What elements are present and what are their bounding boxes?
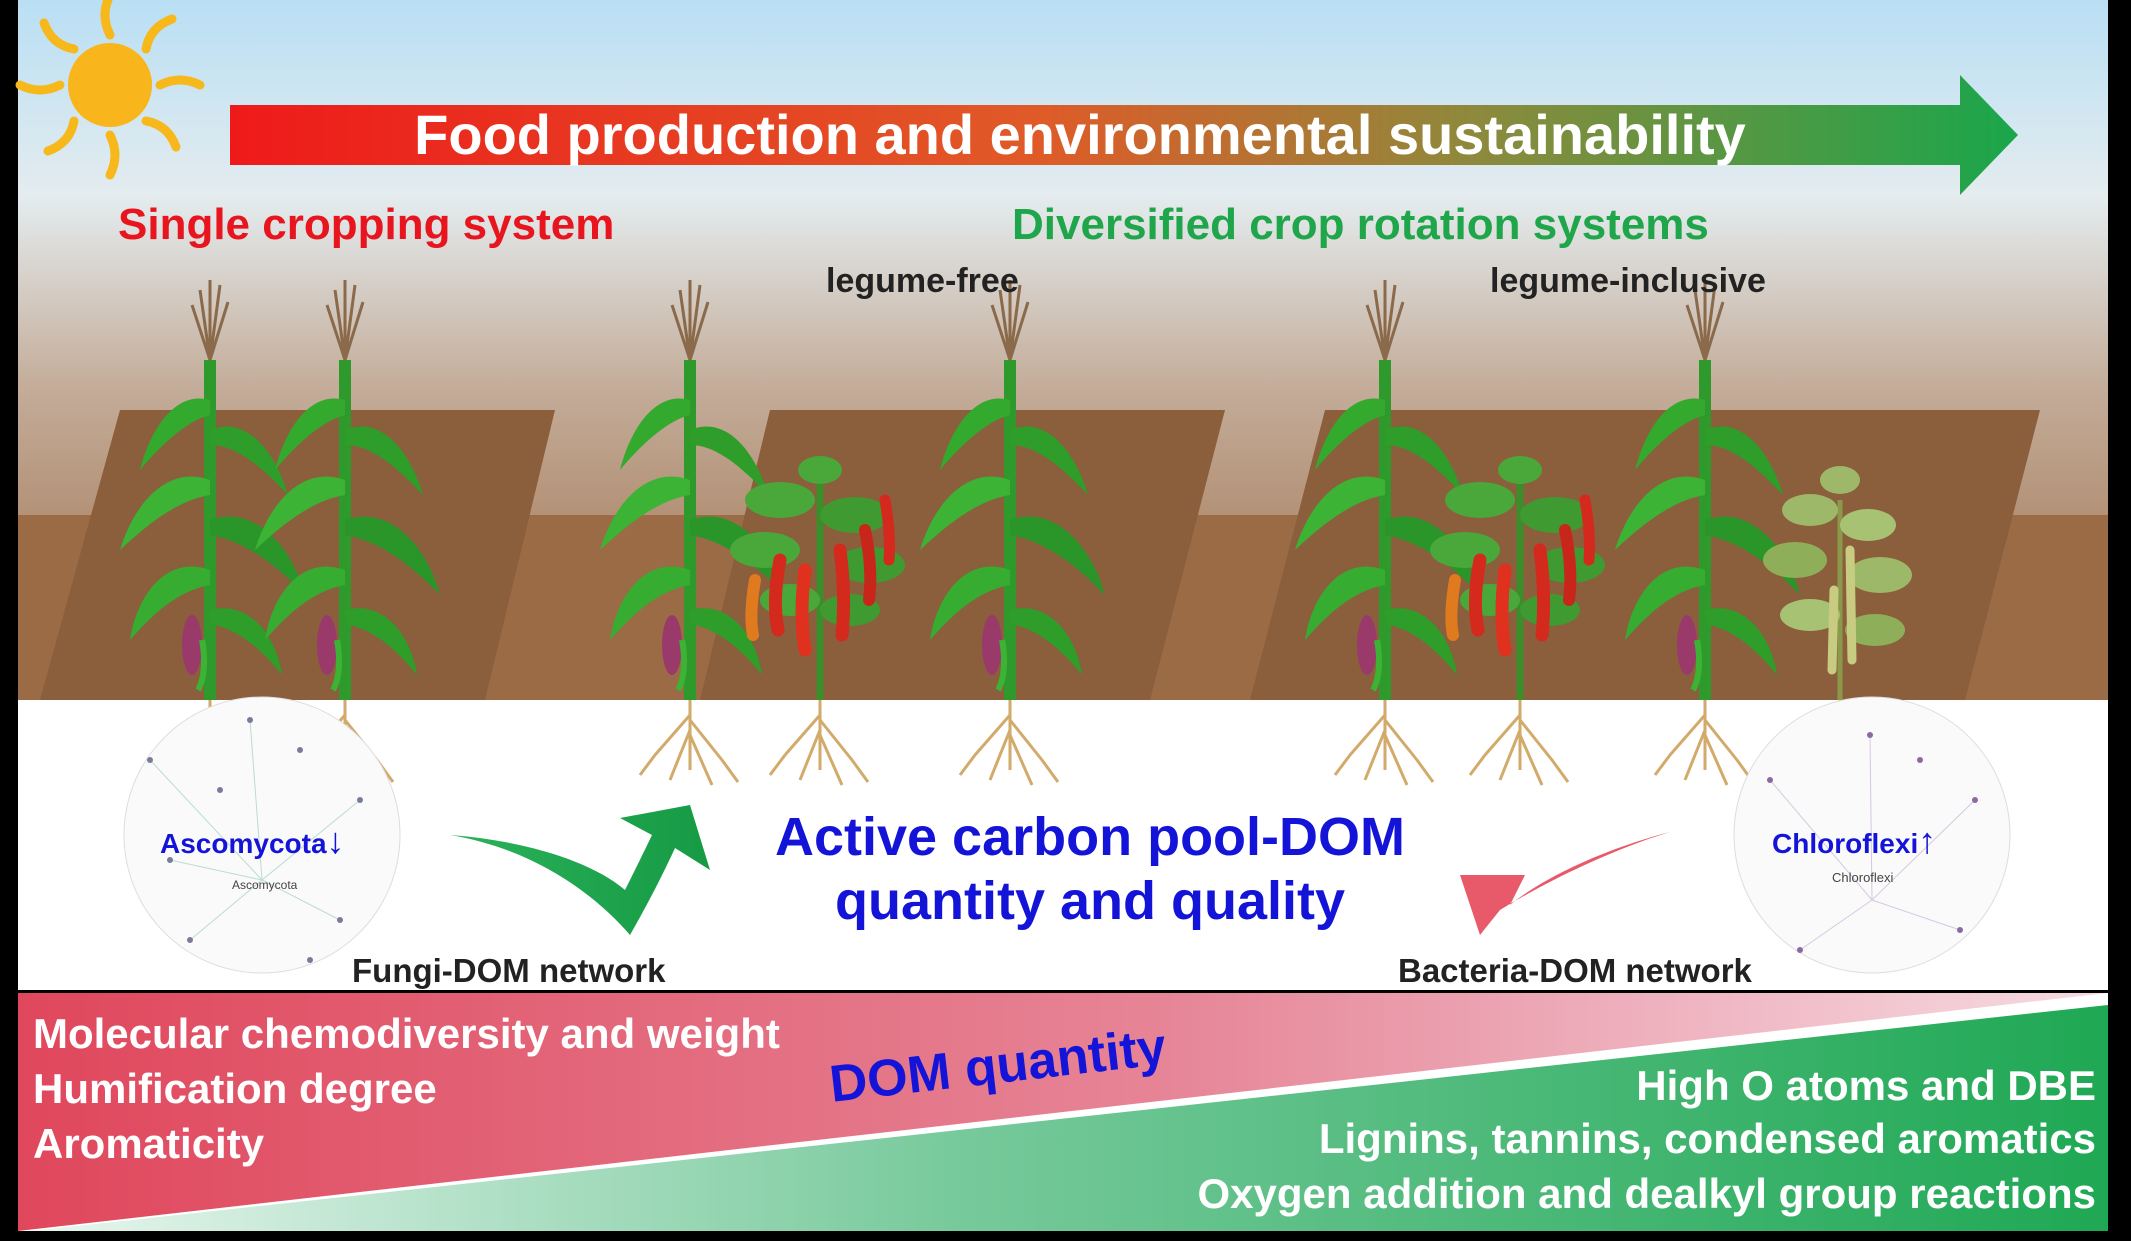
red-curved-arrow — [1460, 832, 1670, 935]
center-title-line1: Active carbon pool-DOM — [774, 807, 1406, 867]
chloroflexi-label: Chloroflexi↑ — [1772, 820, 1936, 862]
green-curved-arrow — [450, 805, 710, 935]
right-metric: Oxygen addition and dealkyl group reacti… — [1197, 1170, 2096, 1217]
legume-free-label: legume-free — [826, 262, 1019, 300]
left-metric: Molecular chemodiversity and weight — [33, 1010, 780, 1057]
banner-title: Food production and environmental sustai… — [414, 103, 1746, 166]
field-plot-legume-free — [700, 410, 1225, 700]
red-wedge — [18, 993, 2108, 1231]
bacteria-dom-network-diagram — [1733, 696, 2011, 974]
left-metric: Aromaticity — [33, 1120, 265, 1167]
ascomycota-taxon: Ascomycota — [160, 828, 327, 859]
field-plot-single — [40, 410, 555, 700]
down-arrow-icon: ↓ — [326, 820, 345, 861]
sun-icon — [15, 0, 205, 180]
center-title: Active carbon pool-DOM quantity and qual… — [740, 805, 1440, 933]
legume-inclusive-label: legume-inclusive — [1490, 262, 1766, 300]
right-metric: Lignins, tannins, condensed aromatics — [1318, 1115, 2096, 1162]
up-arrow-icon: ↑ — [1918, 820, 1937, 861]
fungi-dom-network-diagram — [123, 696, 401, 974]
ascomycota-label: Ascomycota↓ — [160, 820, 345, 862]
bacteria-network-label: Bacteria-DOM network — [1398, 952, 1752, 989]
left-metric: Humification degree — [33, 1065, 437, 1112]
ascomycota-node-label: Ascomycota — [232, 878, 298, 892]
chloroflexi-taxon: Chloroflexi — [1772, 828, 1919, 859]
diversified-rotation-label: Diversified crop rotation systems — [1012, 200, 1709, 249]
green-wedge — [30, 1005, 2108, 1231]
sustainability-arrow — [230, 75, 2018, 195]
fungi-network-label: Fungi-DOM network — [352, 952, 666, 989]
right-metric: High O atoms and DBE — [1636, 1062, 2096, 1109]
center-title-line2: quantity and quality — [834, 871, 1346, 931]
chloroflexi-node-label: Chloroflexi — [1832, 870, 1894, 885]
single-cropping-label: Single cropping system — [118, 200, 615, 249]
